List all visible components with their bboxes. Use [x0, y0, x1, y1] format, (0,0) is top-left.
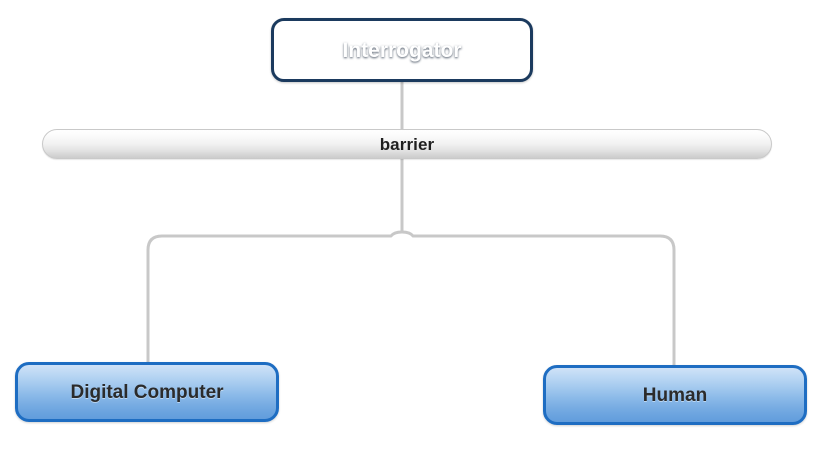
barrier-bar: barrier [42, 129, 772, 159]
node-interrogator-label: Interrogator [342, 38, 462, 62]
node-digital-computer-label: Digital Computer [70, 381, 224, 403]
node-digital-computer[interactable]: Digital Computer [15, 362, 279, 422]
node-human-label: Human [642, 384, 708, 406]
connector-to-digital-computer [146, 230, 403, 364]
node-human[interactable]: Human [543, 365, 807, 425]
connector-to-human [401, 230, 676, 367]
node-interrogator[interactable]: Interrogator [271, 18, 533, 82]
barrier-label: barrier [379, 134, 435, 154]
